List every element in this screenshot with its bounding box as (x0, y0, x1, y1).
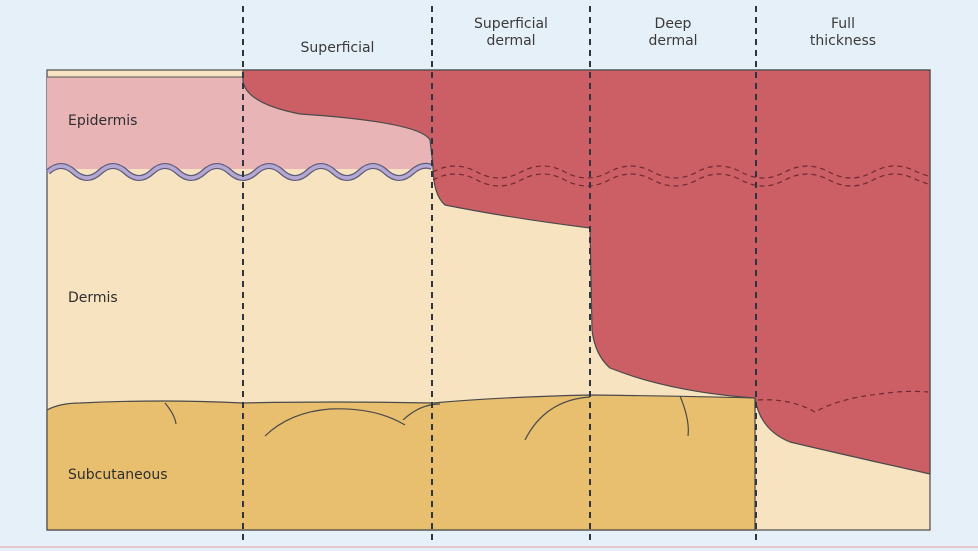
layer-label-subcutaneous: Subcutaneous (68, 467, 168, 483)
header-line: Superficial (300, 40, 375, 56)
burned-fat-trace (757, 390, 929, 413)
header-line: dermal (486, 33, 536, 49)
fat-lobule-lines (164, 395, 689, 441)
column-dividers (242, 6, 757, 540)
layer-label-dermis: Dermis (68, 290, 118, 306)
layer-label-epidermis: Epidermis (68, 113, 138, 129)
header-line: thickness (809, 33, 877, 49)
header-line: Superficial (474, 16, 548, 32)
burned-membrane-trace (432, 165, 929, 179)
header-line: dermal (648, 33, 698, 49)
column-header-superficial-dermal: Superficial dermal (432, 16, 590, 50)
column-header-deep-dermal: Deep dermal (590, 16, 756, 50)
column-header-superficial: Superficial (243, 40, 432, 57)
header-line: Deep (654, 16, 692, 32)
header-line: Full (831, 16, 855, 32)
burned-membrane-trace-2 (432, 173, 929, 187)
subcutaneous-layer (46, 394, 756, 531)
basement-membrane-fill (46, 164, 433, 180)
bottom-rule (0, 546, 978, 548)
column-header-full-thickness: Full thickness (756, 16, 930, 50)
